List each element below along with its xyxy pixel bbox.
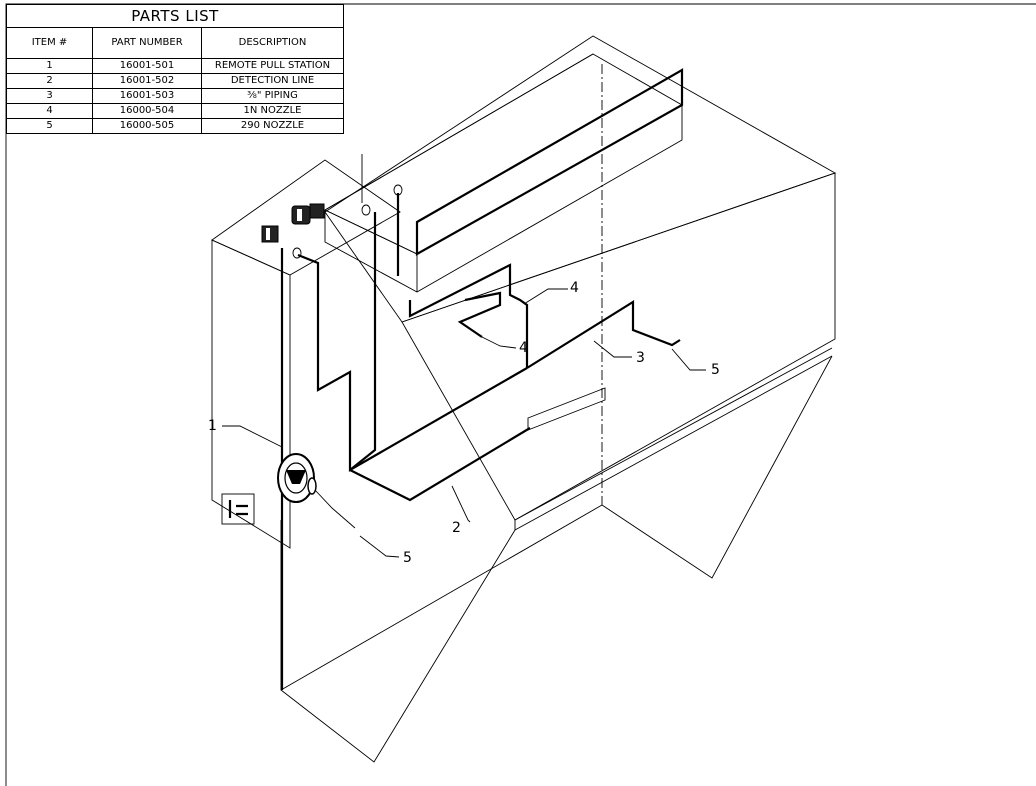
table-row: 3 16001-503 ⅜" PIPING <box>6 88 345 104</box>
leader-3 <box>593 340 632 358</box>
leader-4-upper <box>523 288 568 305</box>
callout-nozzle-1n-upper: 4 <box>570 280 579 296</box>
column-header-item: ITEM # <box>6 27 93 59</box>
elbow-fitting-icon <box>291 203 325 225</box>
table-row: 5 16000-505 290 NOZZLE <box>6 118 345 134</box>
item-number: 3 <box>6 88 93 104</box>
callout-pull-station: 1 <box>208 418 217 434</box>
detection-line-route <box>349 427 531 502</box>
duct-left-edge <box>324 105 683 293</box>
part-number: 16001-502 <box>92 73 202 89</box>
leader-5-left <box>359 535 400 558</box>
part-description: 1N NOZZLE <box>200 103 345 119</box>
cabinet-side <box>211 239 291 549</box>
leader-5-right <box>671 348 706 371</box>
control-plate <box>221 493 255 525</box>
leader-1 <box>222 425 283 448</box>
pull-station-icon <box>277 453 317 503</box>
callout-piping: 3 <box>636 350 645 366</box>
duct-front <box>415 68 684 256</box>
elbow-fitting-icon <box>261 225 279 243</box>
hood-skirt-line-1 <box>514 347 833 521</box>
fusible-link-plate <box>527 387 606 431</box>
column-header-part-number: PART NUMBER <box>92 27 202 59</box>
part-number: 16001-501 <box>92 58 202 74</box>
part-description: 290 NOZZLE <box>200 118 345 134</box>
parts-list-title: PARTS LIST <box>5 4 345 28</box>
callout-nozzle-1n-lower: 4 <box>519 340 528 356</box>
item-number: 2 <box>6 73 93 89</box>
part-description: ⅜" PIPING <box>200 88 345 104</box>
leader-4-lower <box>481 336 517 349</box>
part-number: 16000-505 <box>92 118 202 134</box>
part-number: 16001-503 <box>92 88 202 104</box>
parts-list-table: PARTS LIST ITEM # PART NUMBER DESCRIPTIO… <box>5 4 345 134</box>
hood-bottom-edge <box>280 504 603 691</box>
callout-nozzle-290-left: 5 <box>403 550 412 566</box>
piping-upper-branch <box>408 263 529 368</box>
part-description: DETECTION LINE <box>200 73 345 89</box>
item-number: 4 <box>6 103 93 119</box>
table-row: 2 16001-502 DETECTION LINE <box>6 73 345 89</box>
item-number: 5 <box>6 118 93 134</box>
duct-top-edge <box>324 53 594 211</box>
control-plate-mark <box>228 500 248 518</box>
callout-detection-line: 2 <box>452 520 461 536</box>
nozzle-3-icon <box>292 247 302 259</box>
piping-nozzle-branch <box>457 291 502 338</box>
piping-drop <box>297 253 528 472</box>
table-row: 1 16001-501 REMOTE PULL STATION <box>6 58 345 74</box>
hood-right-skirt <box>601 355 833 579</box>
part-number: 16000-504 <box>92 103 202 119</box>
hood-front-face <box>401 172 836 521</box>
item-number: 1 <box>6 58 93 74</box>
duct-left-face <box>324 209 418 292</box>
nozzle-2-icon <box>361 204 371 216</box>
hood-left-panel <box>280 520 516 763</box>
nozzle-1-icon <box>393 184 403 196</box>
leader-2 <box>451 485 471 523</box>
part-description: REMOTE PULL STATION <box>200 58 345 74</box>
hood-skirt-line-2 <box>514 355 833 531</box>
column-header-description: DESCRIPTION <box>200 27 345 59</box>
piping-right-run <box>526 300 681 369</box>
table-row: 4 16000-504 1N NOZZLE <box>6 103 345 119</box>
hood-top-face <box>324 35 837 323</box>
callout-nozzle-290-right: 5 <box>711 362 720 378</box>
piping-riser <box>349 212 377 471</box>
pull-cable <box>314 489 356 529</box>
